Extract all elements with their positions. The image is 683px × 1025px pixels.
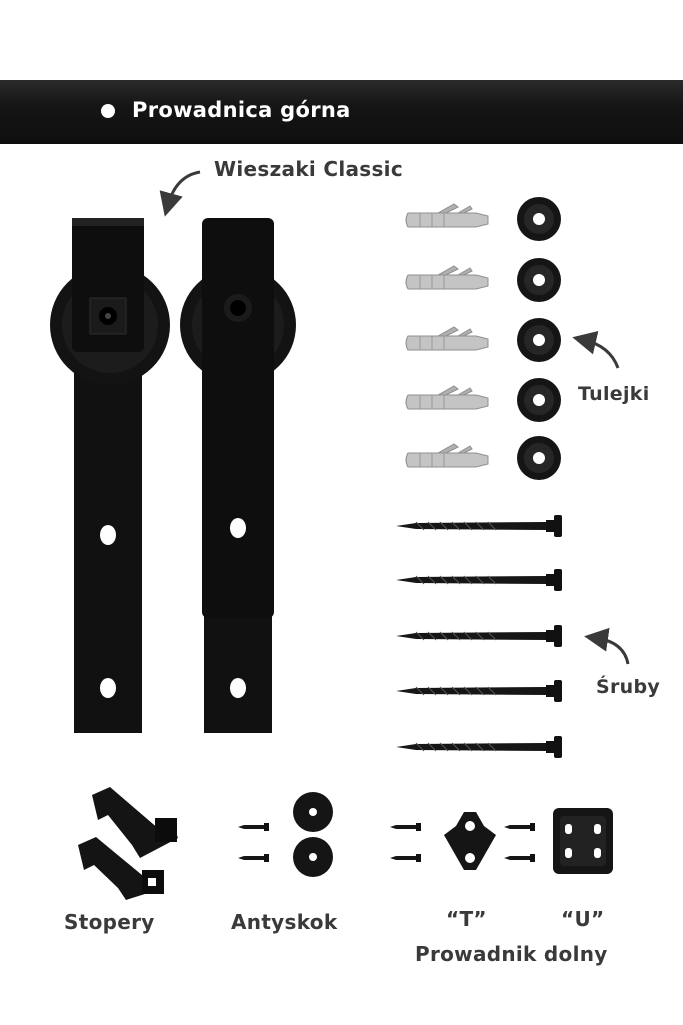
lag-screws — [395, 514, 563, 759]
hanger-left — [50, 218, 170, 733]
sleeves-arrow-icon — [572, 331, 620, 369]
stoppers — [78, 787, 178, 900]
top-rail-label: Prowadnica górna — [132, 98, 351, 122]
sleeves-label: Tulejki — [578, 383, 650, 405]
sleeve-anchors — [405, 203, 489, 468]
rail-bullet-icon — [101, 104, 115, 118]
screws-label: Śruby — [596, 676, 661, 698]
stoppers-label: Stopery — [64, 910, 155, 934]
hangers-arrow-icon — [159, 170, 201, 217]
hangers-label: Wieszaki Classic — [214, 157, 403, 181]
hanger-right — [180, 218, 296, 733]
anti-jump-set — [238, 792, 333, 877]
screws-arrow-icon — [584, 627, 630, 665]
bottom-guide-label: Prowadnik dolny — [415, 942, 608, 966]
anti-jump-label: Antyskok — [231, 910, 338, 934]
u-guide-set — [504, 808, 613, 874]
u-guide-label: “U” — [561, 907, 605, 931]
t-guide-label: “T” — [446, 907, 487, 931]
washers — [517, 197, 561, 480]
t-guide-set — [390, 812, 496, 870]
